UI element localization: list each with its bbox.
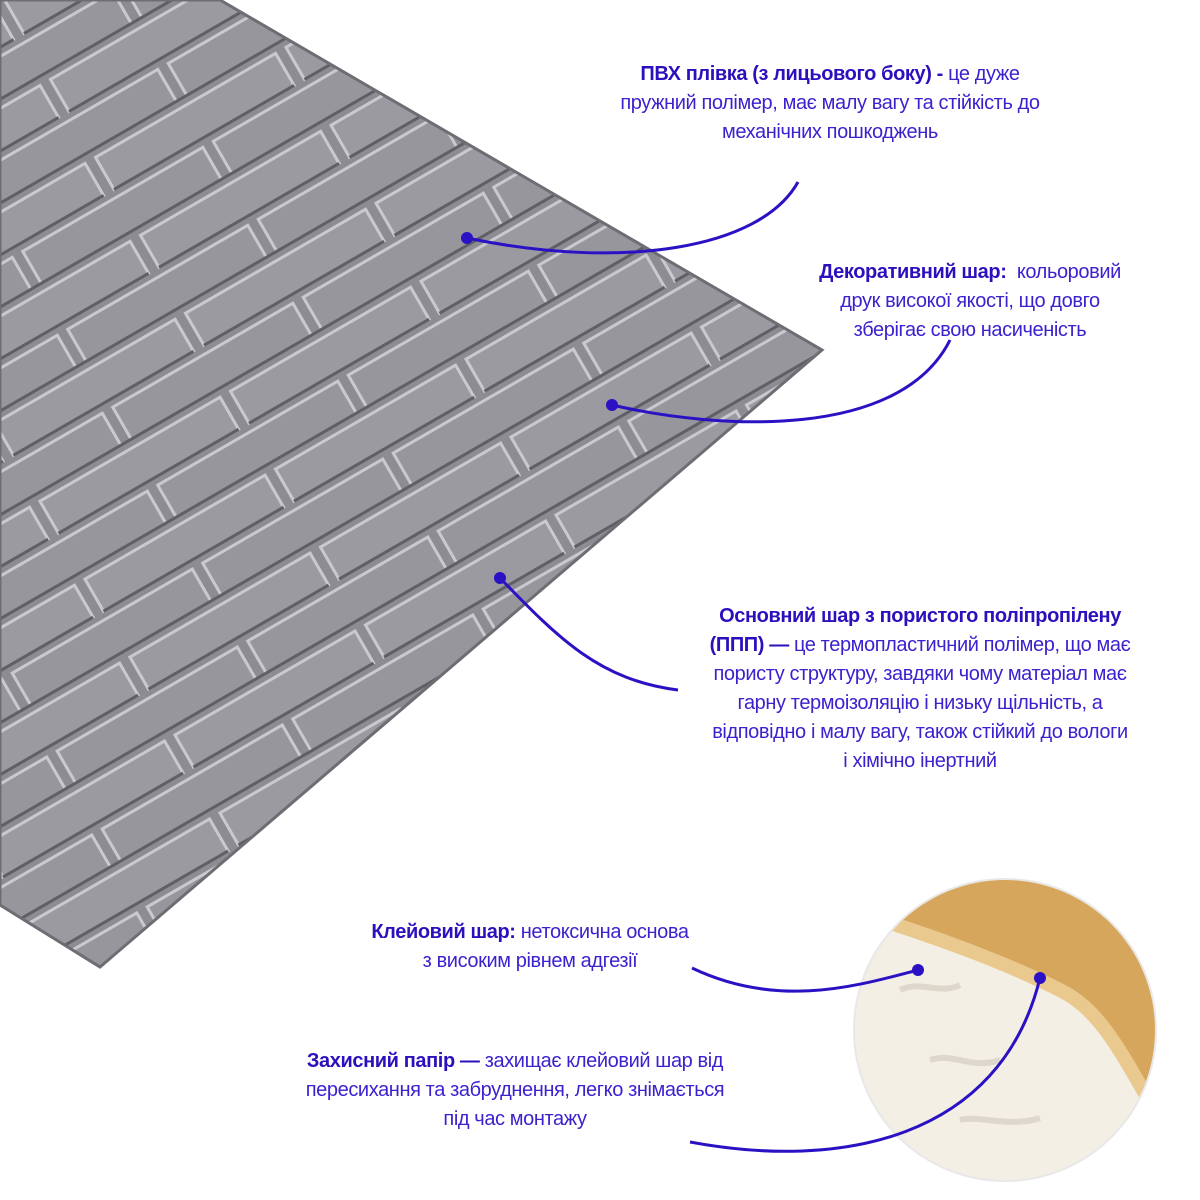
callout-title: Основний шар з пористого поліпропілену — [719, 605, 1121, 627]
callout-polypropylene-layer: Основний шар з пористого поліпропілену (… — [640, 602, 1200, 776]
callout-title: Захисний папір — — [306, 1050, 480, 1072]
callout-text: друк високої якості, що довго — [840, 290, 1100, 312]
callout-text: і хімічно інертний — [843, 750, 997, 772]
callout-text: кольоровий — [1016, 261, 1121, 283]
callout-adhesive-layer: Клейовий шар: нетоксична основа з високи… — [300, 918, 760, 976]
callout-text: гарну термоізоляцію і низьку щільність, … — [737, 692, 1103, 714]
callout-text: механічних пошкоджень — [722, 121, 938, 143]
callout-title: ПВХ плівка (з лицьового боку) - — [640, 63, 943, 85]
callout-text: захищає клейовий шар від — [484, 1050, 724, 1072]
callout-text: це дуже — [948, 63, 1020, 85]
callout-pvc-film: ПВХ плівка (з лицьового боку) - це дуже … — [560, 60, 1100, 147]
callout-protective-paper: Захисний папір — захищає клейовий шар ві… — [240, 1047, 790, 1134]
callout-decorative-layer: Декоративний шар: кольоровий друк високо… — [770, 258, 1170, 345]
brick-panel — [0, 0, 825, 969]
callout-text: пористу структуру, завдяки чому матеріал… — [713, 663, 1127, 685]
callout-text: пружний полімер, має малу вагу та стійкі… — [620, 92, 1040, 114]
callout-text: під час монтажу — [443, 1108, 587, 1130]
layers-closeup-inset — [853, 878, 1157, 1182]
callout-text: пересихання та забруднення, легко знімає… — [305, 1079, 725, 1101]
callout-text: нетоксична основа — [520, 921, 689, 943]
callout-title: Декоративний шар: — [819, 261, 1007, 283]
callout-text: зберігає свою насиченість — [853, 319, 1087, 341]
callout-text: з високим рівнем адгезії — [422, 950, 638, 972]
callout-title: Клейовий шар: — [371, 921, 516, 943]
callout-text: це термопластичний полімер, що має — [793, 634, 1131, 656]
callout-lines — [466, 181, 1042, 1153]
callout-text: відповідно і малу вагу, також стійкий до… — [712, 721, 1128, 743]
callout-title: (ППП) — — [709, 634, 790, 656]
callout-dots — [461, 232, 1046, 984]
